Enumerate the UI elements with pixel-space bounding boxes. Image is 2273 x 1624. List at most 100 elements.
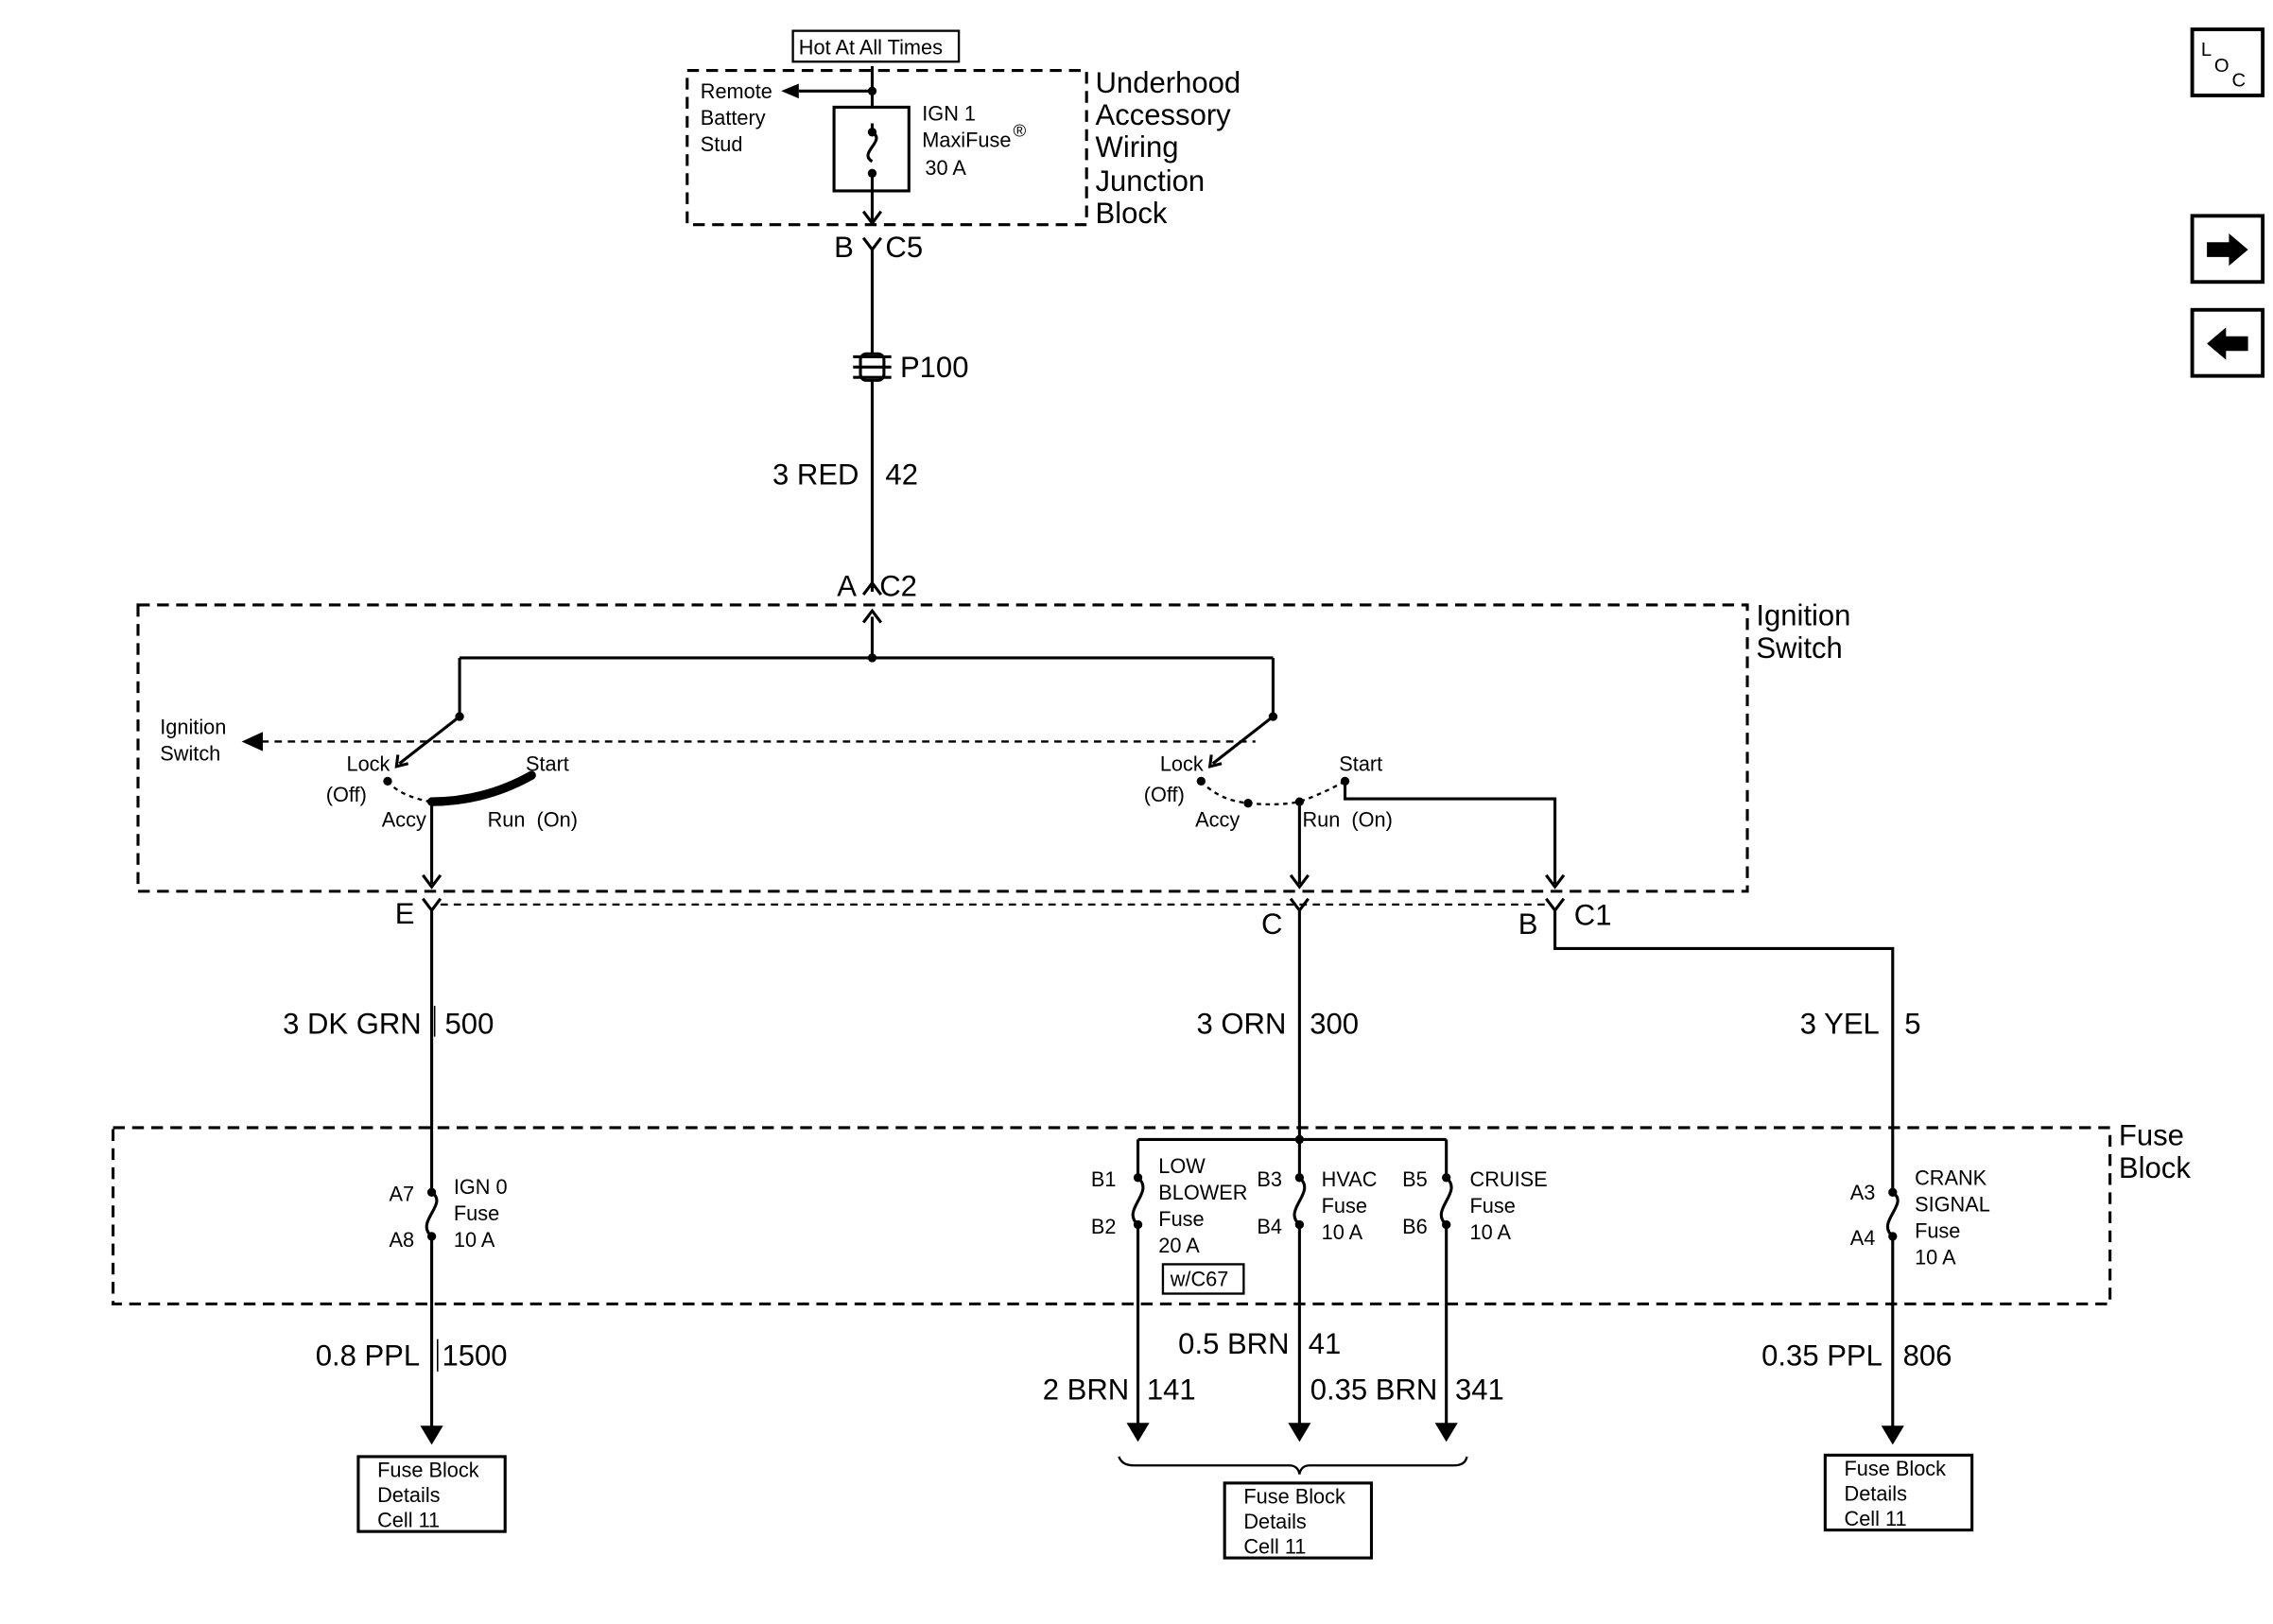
svg-text:L: L: [2201, 40, 2212, 60]
svg-text:HVAC: HVAC: [1322, 1167, 1378, 1191]
svg-text:Accy: Accy: [1195, 808, 1240, 832]
svg-text:Block: Block: [2119, 1151, 2191, 1184]
svg-text:Stud: Stud: [701, 132, 743, 156]
loc-button[interactable]: L O C: [2190, 27, 2265, 97]
cruise-fuse-element: [1439, 1176, 1453, 1226]
ref-box-right: [1823, 1453, 1974, 1532]
svg-text:B4: B4: [1257, 1215, 1282, 1238]
svg-text:Fuse: Fuse: [2119, 1119, 2184, 1152]
svg-text:Accessory: Accessory: [1096, 98, 1232, 131]
ref-box-center: [1223, 1481, 1374, 1560]
low-blower-fuse-element: [1131, 1176, 1145, 1226]
svg-text:3 YEL: 3 YEL: [1800, 1008, 1880, 1041]
connector-c1-pin-c-label: C: [1261, 907, 1282, 941]
hvac-fuse-element: [1293, 1176, 1307, 1226]
svg-text:141: 141: [1147, 1373, 1196, 1406]
svg-text:10 A: 10 A: [1470, 1220, 1512, 1244]
svg-text:Cell 11: Cell 11: [1243, 1534, 1306, 1558]
svg-text:IGN 0: IGN 0: [454, 1175, 508, 1199]
svg-text:0.35 PPL: 0.35 PPL: [1761, 1339, 1883, 1373]
svg-text:B6: B6: [1402, 1215, 1428, 1238]
svg-text:Details: Details: [1845, 1482, 1908, 1506]
connector-c1-pin-e: [422, 897, 442, 913]
svg-text:10 A: 10 A: [1322, 1220, 1363, 1244]
svg-text:Remote: Remote: [701, 79, 772, 103]
svg-text:O: O: [2214, 56, 2230, 77]
svg-text:Fuse Block: Fuse Block: [1243, 1485, 1345, 1509]
svg-text:Junction: Junction: [1096, 164, 1206, 198]
svg-text:Fuse: Fuse: [454, 1201, 499, 1225]
bottom-wire-labels: 0.8 PPL 1500 0.5 BRN 41 2 BRN 141 0.35 B…: [316, 1327, 1952, 1406]
connector-c5-symbol: [861, 236, 883, 252]
svg-text:10 A: 10 A: [1915, 1245, 1956, 1269]
svg-text:w/C67: w/C67: [1170, 1268, 1229, 1291]
svg-text:Switch: Switch: [1756, 631, 1842, 665]
crank-fuse-labels: A3 A4 CRANK SIGNAL Fuse 10 A: [1850, 1166, 1990, 1270]
wire-main-gauge: 3 RED: [772, 458, 859, 492]
junction-block-title: Underhood Accessory Wiring Junction Bloc…: [1096, 66, 1241, 230]
svg-text:A3: A3: [1850, 1181, 1876, 1204]
svg-text:CRUISE: CRUISE: [1470, 1167, 1548, 1191]
svg-text:Ignition: Ignition: [160, 716, 226, 739]
svg-text:30 A: 30 A: [925, 156, 966, 180]
svg-text:806: 806: [1903, 1339, 1952, 1373]
svg-text:A8: A8: [390, 1228, 415, 1252]
svg-text:(Off): (Off): [1144, 783, 1185, 806]
ref-box-left: [356, 1455, 507, 1533]
connector-c1-pin-e-label: E: [395, 897, 415, 930]
connector-c5-pin-label: B: [834, 231, 854, 264]
svg-text:Fuse: Fuse: [1158, 1207, 1204, 1231]
svg-text:5: 5: [1904, 1008, 1920, 1041]
hot-at-all-times-label: Hot At All Times: [799, 35, 943, 59]
right-switch-arc: [1200, 780, 1346, 806]
splice-p100-label: P100: [900, 351, 969, 384]
svg-text:Run (On): Run (On): [1302, 808, 1392, 832]
bottom-brace: [1118, 1456, 1468, 1475]
svg-text:Fuse: Fuse: [1915, 1218, 1960, 1242]
svg-text:Switch: Switch: [160, 742, 220, 766]
fuse-block-title: Fuse Block: [2119, 1119, 2191, 1184]
left-switch-arc: [387, 780, 431, 803]
connector-c2-symbol: [861, 580, 883, 596]
previous-page-button[interactable]: [2190, 307, 2265, 378]
ignition-switch-side-label: Ignition Switch: [160, 716, 226, 766]
svg-text:LOW: LOW: [1158, 1154, 1206, 1178]
ign0-fuse-element: [425, 1191, 439, 1238]
hvac-fuse-labels: B3 B4 HVAC Fuse 10 A: [1257, 1167, 1377, 1244]
svg-text:Block: Block: [1096, 197, 1168, 230]
arrow-right-icon: [2207, 233, 2248, 267]
svg-text:10 A: 10 A: [454, 1228, 495, 1252]
svg-text:C: C: [2232, 71, 2247, 92]
hot-label-box: [791, 29, 961, 63]
svg-text:Cell 11: Cell 11: [377, 1508, 440, 1531]
ignition-switch-outline: [136, 603, 1749, 893]
svg-text:Lock: Lock: [347, 752, 390, 776]
svg-text:0.8 PPL: 0.8 PPL: [316, 1339, 420, 1373]
mid-wire-labels: 3 DK GRN 500 3 ORN 300 3 YEL 5: [283, 1008, 1920, 1041]
svg-text:Accy: Accy: [382, 808, 426, 832]
connector-c1-pin-b: [1545, 897, 1566, 913]
svg-text:B3: B3: [1257, 1167, 1282, 1191]
arrow-left-icon: [2207, 327, 2248, 360]
svg-text:Cell 11: Cell 11: [1845, 1507, 1907, 1530]
crank-fuse-element: [1885, 1191, 1900, 1238]
next-page-button[interactable]: [2190, 214, 2265, 285]
svg-text:1500: 1500: [442, 1339, 507, 1373]
svg-text:B1: B1: [1091, 1167, 1117, 1191]
svg-text:500: 500: [445, 1008, 495, 1041]
option-w-c67-box: [1161, 1263, 1245, 1295]
fuse-block-outline: [112, 1126, 2112, 1305]
p100-splice-symbol: [853, 352, 892, 382]
svg-text:3 DK GRN: 3 DK GRN: [283, 1008, 422, 1041]
connector-c2-label: C2: [879, 570, 917, 603]
ignition-switch-title: Ignition Switch: [1756, 599, 1850, 665]
connector-c5-label: C5: [885, 231, 923, 264]
junction-dots: [383, 86, 1898, 1241]
connector-c2-pin-label: A: [837, 570, 857, 603]
svg-text:300: 300: [1310, 1008, 1359, 1041]
remote-battery-stud-label: Remote Battery Stud: [701, 79, 772, 156]
svg-text:3 ORN: 3 ORN: [1197, 1008, 1287, 1041]
svg-text:MaxiFuse: MaxiFuse: [922, 128, 1011, 151]
svg-text:Run (On): Run (On): [488, 808, 578, 832]
